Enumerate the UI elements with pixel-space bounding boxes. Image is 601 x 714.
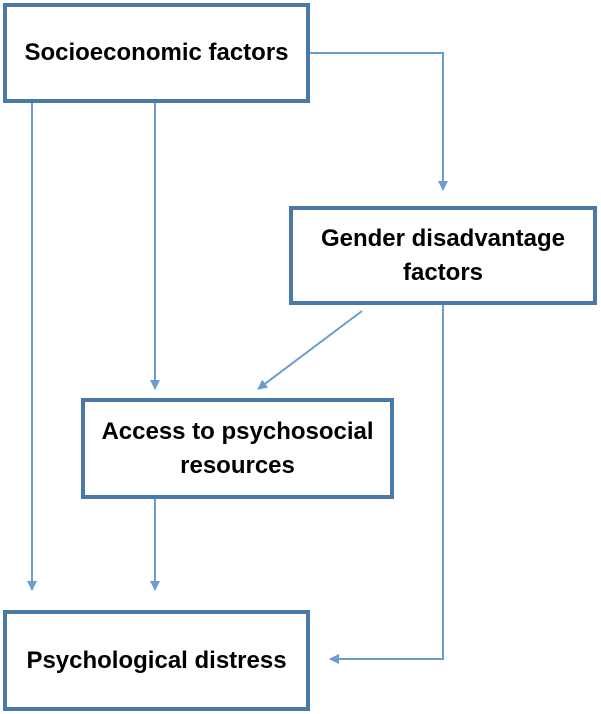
access-to-psychosocial-resources-box: Access to psychosocial resources [81,398,394,499]
arrow-socio-to-gender [310,52,448,191]
arrow-gender-to-distress [329,305,444,664]
psychological-distress-label: Psychological distress [26,646,287,674]
access-to-psychosocial-resources-label: Access to psychosocial resources [101,417,374,479]
psychological-distress-box: Psychological distress [3,610,310,711]
socioeconomic-factors-label: Socioeconomic factors [24,39,289,66]
gender-disadvantage-factors-label: Gender disadvantage factors [320,224,566,286]
socioeconomic-factors-box: Socioeconomic factors [3,3,310,103]
arrow-gender-to-access [257,310,363,390]
gender-disadvantage-factors-box: Gender disadvantage factors [289,206,597,305]
